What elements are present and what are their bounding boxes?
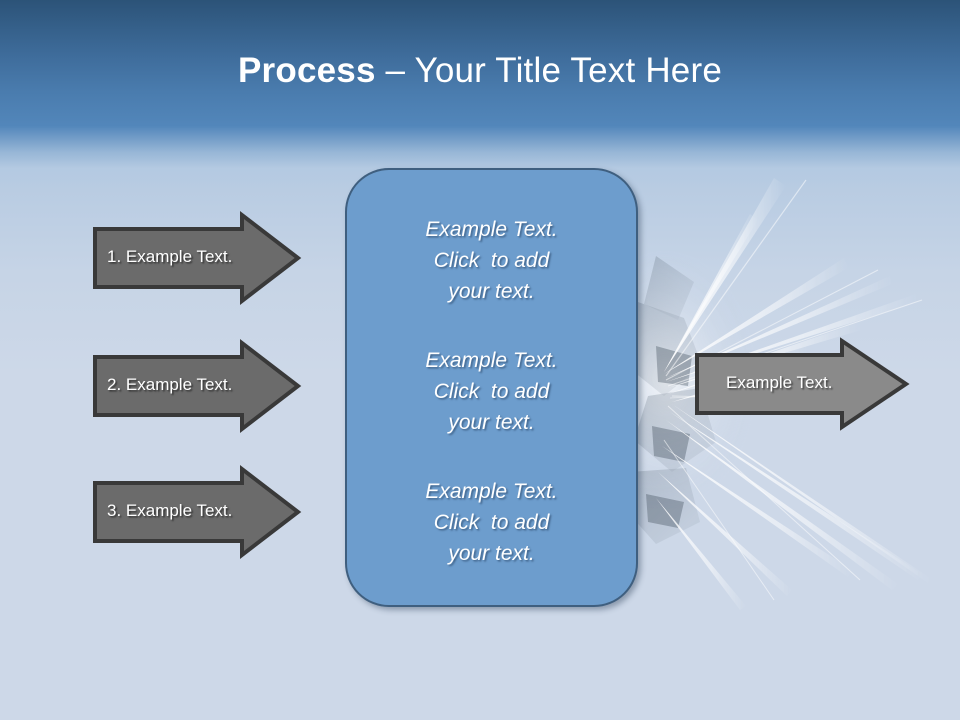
- slide-title-bold: Process: [238, 51, 386, 90]
- center-box-paragraph-2: Example Text. Click to add your text.: [367, 345, 617, 438]
- center-box-paragraph-3: Example Text. Click to add your text.: [367, 476, 617, 569]
- center-box-p1-line2: Click to add: [433, 249, 550, 272]
- arrow-output[interactable]: Example Text.: [694, 337, 910, 431]
- slide-title: Process – Your Title Text Here: [0, 50, 960, 92]
- arrow-step-1[interactable]: 1. Example Text.: [92, 210, 302, 306]
- center-box-p3-line1: Example Text.: [425, 480, 558, 503]
- center-box-p3-line3: your text.: [448, 542, 535, 565]
- title-band-background: [0, 0, 960, 128]
- center-box-p2-line1: Example Text.: [425, 349, 558, 372]
- center-process-box[interactable]: Example Text. Click to add your text. Ex…: [345, 168, 638, 607]
- arrow-step-3[interactable]: 3. Example Text.: [92, 464, 302, 560]
- center-box-p2-line2: Click to add: [433, 380, 550, 403]
- center-box-p1-line3: your text.: [448, 280, 535, 303]
- slide-title-regular: – Your Title Text Here: [385, 51, 722, 90]
- arrow-step-2[interactable]: 2. Example Text.: [92, 338, 302, 434]
- center-box-p1-line1: Example Text.: [425, 218, 558, 241]
- center-box-paragraph-1: Example Text. Click to add your text.: [367, 214, 617, 307]
- center-box-p2-line3: your text.: [448, 411, 535, 434]
- center-box-p3-line2: Click to add: [433, 511, 550, 534]
